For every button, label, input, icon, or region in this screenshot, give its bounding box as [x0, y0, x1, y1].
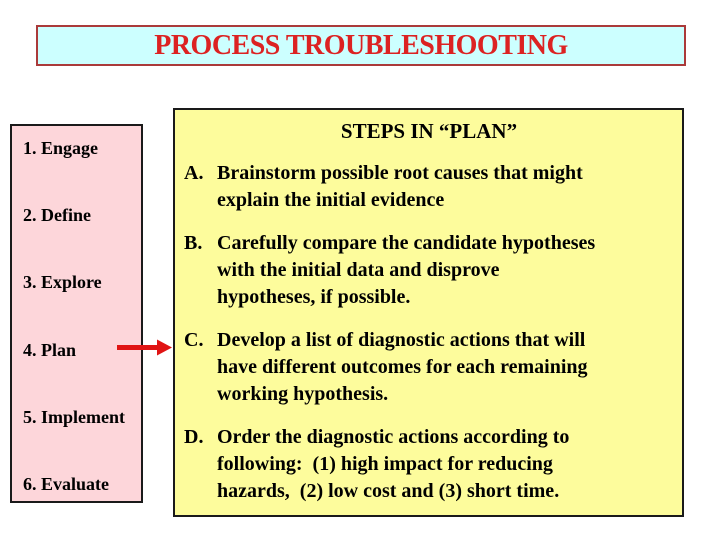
step-text: Brainstorm possible root causes that mig… — [217, 160, 583, 214]
steps-list: A. Brainstorm possible root causes that m… — [184, 160, 674, 505]
steps-heading: STEPS IN “PLAN” — [340, 119, 518, 143]
slide-title-box: PROCESS TROUBLESHOOTING — [36, 25, 686, 66]
step-text: Carefully compare the candidate hypothes… — [217, 230, 595, 311]
slide-title: PROCESS TROUBLESHOOTING — [154, 29, 568, 61]
step-text-line: hypotheses, if possible. — [217, 286, 411, 308]
step-text-line: with the initial data and disprove — [217, 259, 500, 281]
step-text-line: Order the diagnostic actions according t… — [217, 426, 570, 448]
phase-list: 1. Engage 2. Define 3. Explore 4. Plan 5. Im… — [10, 124, 143, 503]
step-item: B. Carefully compare the candidate hypoth… — [184, 230, 674, 311]
phase-item: 1. Engage — [23, 138, 99, 158]
phase-item: 2. Define — [23, 205, 91, 226]
phase-item: 5. Implement — [23, 406, 125, 427]
step-text-line: Brainstorm possible root causes that mig… — [217, 162, 583, 184]
step-letter: A. — [184, 162, 204, 184]
step-text: Order the diagnostic actions according t… — [217, 424, 569, 505]
right-arrow-icon — [115, 339, 173, 356]
step-text-line: explain the initial evidence — [217, 189, 445, 211]
step-text-line: following: (1) high impact for reducing — [217, 453, 553, 475]
step-item: D. Order the diagnostic actions according… — [184, 424, 674, 505]
steps-panel: STEPS IN “PLAN” A. Brainstorm possible ro… — [173, 108, 684, 517]
phase-item: 6. Evaluate — [23, 473, 110, 494]
step-item: A. Brainstorm possible root causes that m… — [184, 160, 674, 214]
step-letter: B. — [184, 232, 203, 254]
step-letter: D. — [184, 426, 204, 448]
step-item: C. Develop a list of diagnostic actions t… — [184, 327, 674, 408]
step-text-line: working hypothesis. — [217, 383, 389, 405]
phase-item: 3. Explore — [23, 272, 102, 293]
step-text-line: have different outcomes for each remaini… — [217, 356, 588, 378]
step-text-line: Carefully compare the candidate hypothes… — [217, 232, 596, 254]
phase-item: 4. Plan — [23, 339, 77, 360]
step-text-line: hazards, (2) low cost and (3) short time… — [217, 480, 560, 502]
step-text-line: Develop a list of diagnostic actions tha… — [217, 329, 586, 351]
step-letter: C. — [184, 329, 204, 351]
step-text: Develop a list of diagnostic actions tha… — [217, 327, 588, 408]
